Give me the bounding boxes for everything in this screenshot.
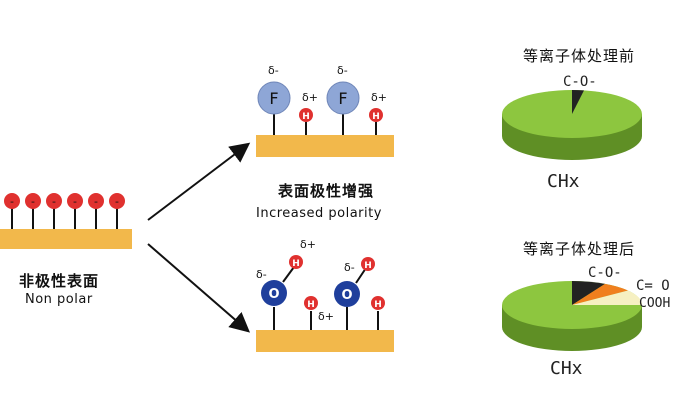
delta-minus-label: δ- [344, 261, 355, 274]
oxidized-surface: O O H H H H δ- δ- δ+ δ+ [256, 238, 394, 352]
nonpolar-atom [4, 193, 20, 209]
delta-minus-label: δ- [256, 268, 267, 281]
delta-minus-label: δ- [268, 64, 279, 77]
nonpolar-molecules: - - - - - - [4, 193, 125, 229]
nonpolar-atom-label: - [31, 195, 35, 208]
hydrogen-label: H [364, 261, 372, 271]
pie-after-cooh-slice [572, 290, 643, 305]
pie-before-chx-label: CHx [547, 171, 580, 192]
nonpolar-substrate [0, 229, 132, 249]
delta-plus-label: δ+ [302, 91, 318, 104]
hydrogen-label: H [374, 300, 382, 310]
hydrogen-atom [304, 296, 318, 310]
oxidized-substrate [256, 330, 394, 352]
nonpolar-atom [67, 193, 83, 209]
pie-after-title: 等离子体处理后 [523, 240, 636, 258]
pie-before-title: 等离子体处理前 [523, 47, 636, 65]
delta-plus-label: δ+ [300, 238, 316, 251]
hydrogen-label: H [372, 112, 380, 122]
nonpolar-atom-label: - [10, 195, 14, 208]
oxygen-atom [261, 280, 287, 306]
nonpolar-title: 非极性表面 [19, 272, 100, 290]
nonpolar-atom-label: - [115, 195, 119, 208]
increased-polarity-subtitle: Increased polarity [256, 206, 382, 221]
delta-plus-label: δ+ [371, 91, 387, 104]
hydrogen-atom [299, 108, 313, 122]
hydrogen-atom [371, 296, 385, 310]
nonpolar-subtitle: Non polar [25, 292, 93, 307]
delta-minus-label: δ- [337, 64, 348, 77]
oxygen-atom [334, 281, 360, 307]
pie-before-co-label: C-O- [563, 74, 597, 90]
fluorine-label: F [338, 89, 347, 108]
fluorine-atom [257, 81, 291, 115]
pie-after-cooh-label: COOH [639, 296, 671, 311]
nonpolar-atom [46, 193, 62, 209]
pie-after-c-double-o-slice [572, 283, 628, 305]
nonpolar-atom-label: - [52, 195, 56, 208]
pie-after-co-slice [572, 281, 605, 305]
pie-after [502, 281, 643, 351]
nonpolar-surface: - - - - - - [0, 193, 132, 249]
hydrogen-label: H [307, 300, 315, 310]
fluorinated-substrate [256, 135, 394, 157]
hydrogen-atom [361, 257, 375, 271]
pie-before [502, 90, 642, 160]
nonpolar-atom [109, 193, 125, 209]
hydrogen-atom [289, 255, 303, 269]
hydrogen-label: H [292, 259, 300, 269]
pie-after-c-double-o-label: C= O [636, 278, 670, 294]
delta-plus-label: δ+ [318, 310, 334, 323]
arrow-to-fluorinated [147, 142, 251, 221]
nonpolar-atom-label: - [94, 195, 98, 208]
fluorinated-surface: F F H H δ- δ- δ+ δ+ [256, 64, 394, 157]
hydrogen-label: H [302, 112, 310, 122]
increased-polarity-title: 表面极性增强 [278, 182, 375, 200]
fluorine-atom [326, 81, 360, 115]
oxygen-label: O [268, 287, 279, 302]
oxygen-label: O [341, 288, 352, 303]
nonpolar-atom [25, 193, 41, 209]
nonpolar-atom [88, 193, 104, 209]
hydrogen-atom [369, 108, 383, 122]
pie-before-co-slice [572, 90, 584, 114]
pie-after-co-label: C-O- [588, 265, 622, 281]
arrow-to-oxidized [147, 243, 251, 333]
fluorine-label: F [269, 89, 278, 108]
pie-after-chx-label: CHx [550, 358, 583, 379]
nonpolar-atom-label: - [73, 195, 77, 208]
